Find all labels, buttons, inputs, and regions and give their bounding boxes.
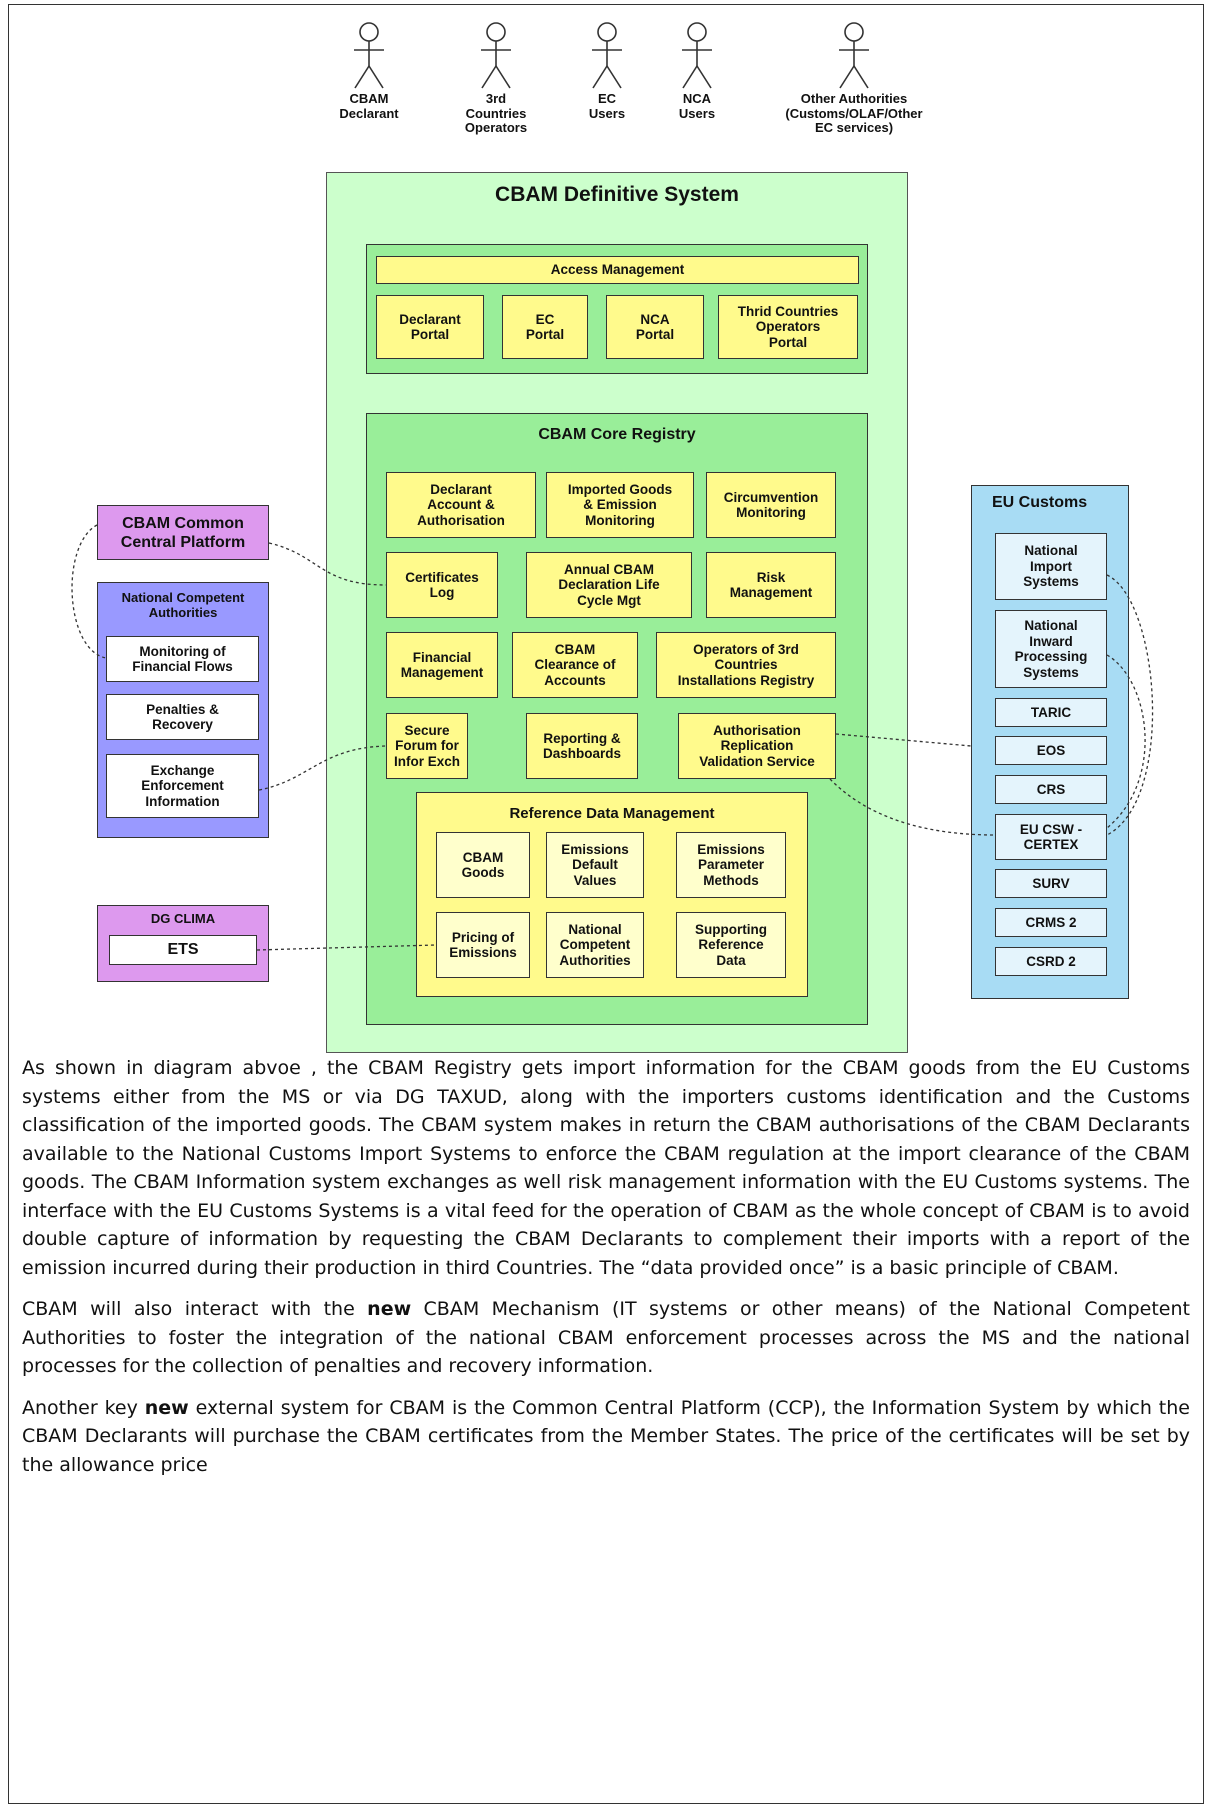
actor-other-authorities: Other Authorities (Customs/OLAF/Other EC… [784, 22, 924, 136]
actor-nca-users: NCA Users [637, 22, 757, 121]
operators-3rd-countries-installations-registry: Operators of 3rd Countries Installations… [656, 632, 836, 698]
reference-data-title: Reference Data Management [509, 805, 715, 822]
customs-taric: TARIC [995, 698, 1107, 727]
customs-crs: CRS [995, 775, 1107, 804]
stick-figure-icon [592, 22, 622, 89]
authorisation-replication-validation-service: Authorisation Replication Validation Ser… [678, 713, 836, 779]
refdata-emissions-parameter-methods: Emissions Parameter Methods [676, 832, 786, 898]
customs-eos: EOS [995, 736, 1107, 765]
paragraph-1: As shown in diagram abvoe , the CBAM Reg… [22, 1057, 1190, 1279]
nca-monitoring-financial-flows: Monitoring of Financial Flows [106, 636, 259, 682]
stick-figure-icon [839, 22, 869, 89]
customs-eu-csw-certex: EU CSW - CERTEX [995, 814, 1107, 860]
eu-customs-title: EU Customs [992, 494, 1088, 511]
refdata-supporting-reference-data: Supporting Reference Data [676, 912, 786, 978]
financial-management: Financial Management [386, 632, 498, 698]
certificates-log: Certificates Log [386, 552, 498, 618]
actor-3rd-countries-operators: 3rd Countries Operators [436, 22, 556, 136]
actor-label: Other Authorities (Customs/OLAF/Other EC… [785, 91, 923, 135]
customs-national-inward-processing-systems: National Inward Processing Systems [995, 610, 1107, 688]
paragraph-2: CBAM will also interact with the new CBA… [22, 1295, 1190, 1381]
reporting-dashboards: Reporting & Dashboards [526, 713, 638, 779]
definitive-system-title: CBAM Definitive System [495, 183, 739, 206]
paragraph-2-lead: CBAM will also interact with the [22, 1298, 368, 1320]
dg-clima-title: DG CLIMA [150, 911, 216, 926]
paragraph-3: Another key new external system for CBAM… [22, 1394, 1190, 1480]
stick-figure-icon [354, 22, 384, 89]
document-body: As shown in diagram abvoe , the CBAM Reg… [22, 1054, 1190, 1492]
actor-label: NCA Users [678, 91, 716, 121]
actor-label: CBAM Declarant [339, 91, 399, 121]
nca-penalties-recovery: Penalties & Recovery [106, 694, 259, 740]
refdata-cbam-goods: CBAM Goods [436, 832, 530, 898]
refdata-national-competent-authorities: National Competent Authorities [546, 912, 644, 978]
risk-management: Risk Management [706, 552, 836, 618]
imported-goods-emission-monitoring: Imported Goods & Emission Monitoring [546, 472, 694, 538]
nca-exchange-enforcement-information: Exchange Enforcement Information [106, 754, 259, 818]
third-countries-operators-portal: Thrid Countries Operators Portal [718, 295, 858, 359]
access-management-bar: Access Management [376, 256, 859, 284]
cbam-common-central-platform: CBAM Common Central Platform [97, 505, 269, 560]
nca-title: National Competent Authorities [121, 590, 245, 620]
paragraph-3-emphasis: new [144, 1396, 189, 1419]
refdata-emissions-default-values: Emissions Default Values [546, 832, 644, 898]
customs-national-import-systems: National Import Systems [995, 533, 1107, 600]
secure-forum-infor-exch: Secure Forum for Infor Exch [386, 713, 468, 779]
stick-figure-icon [481, 22, 511, 89]
actor-cbam-declarant: CBAM Declarant [309, 22, 429, 121]
actor-ec-users: EC Users [547, 22, 667, 121]
ec-portal: EC Portal [502, 295, 588, 359]
paragraph-3-rest: external system for CBAM is the Common C… [22, 1396, 1190, 1476]
core-registry-title: CBAM Core Registry [538, 426, 696, 443]
cbam-clearance-of-accounts: CBAM Clearance of Accounts [512, 632, 638, 698]
stick-figure-icon [682, 22, 712, 89]
circumvention-monitoring: Circumvention Monitoring [706, 472, 836, 538]
paragraph-2-rest: CBAM Mechanism (IT systems or other mean… [22, 1298, 1190, 1377]
paragraph-2-emphasis: new [367, 1298, 412, 1320]
customs-surv: SURV [995, 869, 1107, 898]
nca-portal: NCA Portal [606, 295, 704, 359]
annual-cbam-declaration-lifecycle: Annual CBAM Declaration Life Cycle Mgt [526, 552, 692, 618]
customs-csrd2: CSRD 2 [995, 947, 1107, 976]
declarant-account-authorisation: Declarant Account & Authorisation [386, 472, 536, 538]
declarant-portal: Declarant Portal [376, 295, 484, 359]
ets: ETS [109, 935, 257, 965]
refdata-pricing-of-emissions: Pricing of Emissions [436, 912, 530, 978]
paragraph-3-lead: Another key [22, 1396, 145, 1419]
actor-label: 3rd Countries Operators [464, 91, 528, 135]
customs-crms2: CRMS 2 [995, 908, 1107, 937]
actor-label: EC Users [588, 91, 626, 121]
